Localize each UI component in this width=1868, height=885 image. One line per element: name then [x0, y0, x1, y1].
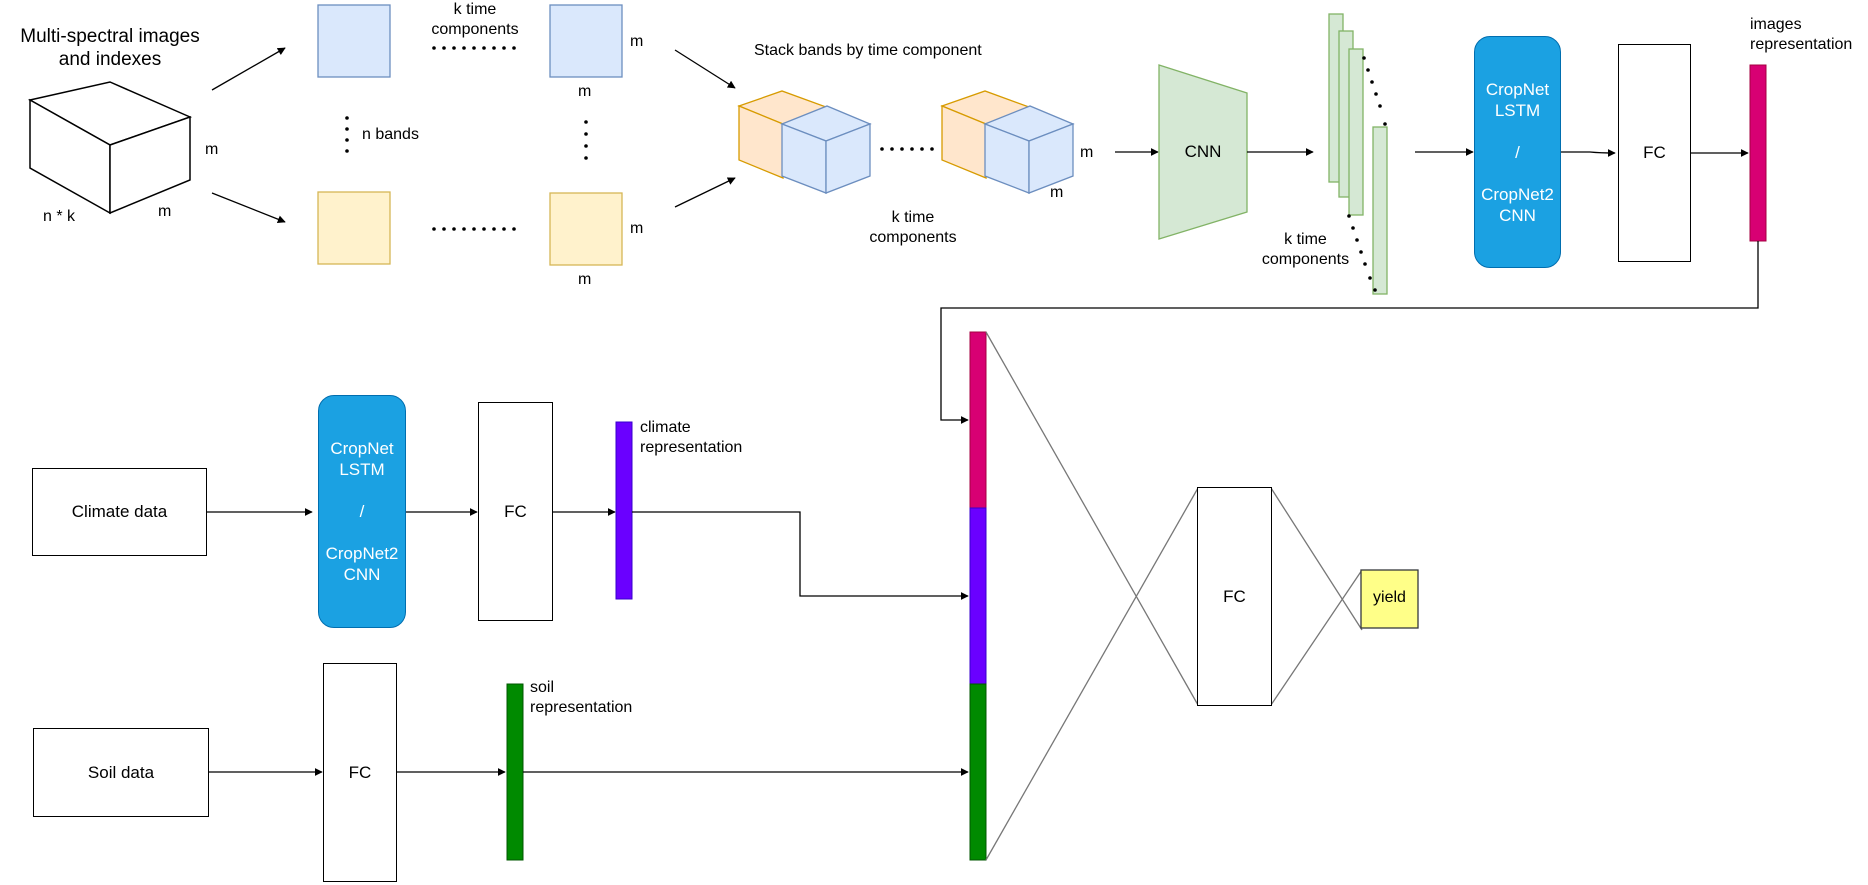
blue-band-first — [317, 4, 391, 78]
soil-repr-line1: soil — [530, 679, 555, 696]
climate-rnn-line5: CNN — [343, 565, 381, 584]
soil-representation-bar — [506, 683, 524, 861]
cube-bottom-label: n * k — [43, 208, 76, 225]
images-rnn-block: CropNet LSTM / CropNet2 CNN — [1474, 36, 1561, 268]
climate-data-box: Climate data — [32, 468, 207, 556]
n-bands-label: n bands — [362, 126, 419, 143]
arrow-rnn-to-fc-images — [1560, 148, 1616, 157]
images-representation-bar — [1749, 64, 1767, 242]
images-rnn-gap — [1475, 121, 1560, 142]
head-fc-connections — [985, 331, 1363, 861]
yellow-band-last — [549, 192, 623, 266]
soil-representation-label: soil representation — [530, 678, 632, 718]
cnn-label: CNN — [1184, 142, 1222, 161]
feature-k-time-line1: k time — [1284, 231, 1327, 248]
cnn-block — [1158, 64, 1248, 240]
band-top-side-m: m — [630, 33, 644, 50]
images-rnn-line1: CropNet — [1485, 79, 1550, 99]
stack-bottom-m: m — [1050, 184, 1064, 201]
stack-side-m: m — [1080, 144, 1094, 161]
climate-rnn-line4: CropNet2 — [325, 544, 399, 563]
concat-images-segment — [969, 331, 987, 509]
arrow-bands-to-stack-top — [674, 49, 736, 89]
climate-rnn-line1: CropNet — [330, 439, 394, 458]
band-ellipsis-dots — [345, 46, 934, 231]
stacked-cube-last — [940, 90, 1075, 194]
band-k-time-line2: components — [431, 21, 519, 38]
band-low-side-m: m — [630, 220, 644, 237]
images-rnn-line4: CropNet2 — [1481, 184, 1554, 204]
arrow-cube-to-blue-bands — [211, 47, 286, 91]
stack-k-time-line2: components — [869, 229, 957, 246]
feature-k-time-label: k time components — [1248, 230, 1363, 270]
climate-rnn-line2: LSTM — [339, 460, 385, 479]
band-k-time-line1: k time — [453, 1, 497, 18]
connector-climate-to-concat — [632, 511, 969, 600]
connector-images-to-concat — [940, 241, 1759, 424]
feature-maps — [1328, 13, 1388, 295]
climate-rnn-gap — [319, 480, 405, 501]
input-cube — [27, 81, 193, 215]
stacked-cube-first — [737, 90, 872, 194]
band-k-time-label: k time components — [410, 0, 540, 40]
images-fc-block: FC — [1618, 44, 1691, 262]
climate-representation-bar — [615, 421, 633, 600]
images-input-title: Multi-spectral images and indexes — [5, 25, 215, 71]
soil-fc-block: FC — [323, 663, 397, 882]
images-input-title-line1: Multi-spectral images — [20, 26, 200, 47]
cube-width-label: m — [158, 203, 172, 220]
arrow-cube-to-yellow-bands — [211, 192, 286, 224]
concat-climate-segment — [969, 507, 987, 685]
stack-label: Stack bands by time component — [754, 42, 982, 59]
band-top-bottom-m: m — [578, 83, 592, 100]
images-rnn-line2: LSTM — [1494, 100, 1541, 120]
images-rnn-line5: CNN — [1499, 205, 1536, 225]
yield-box-shape — [1360, 569, 1419, 629]
head-fc-block: FC — [1197, 487, 1272, 706]
climate-representation-label: climate representation — [640, 418, 742, 458]
images-rnn-line3: / — [1515, 142, 1520, 162]
climate-rnn-block: CropNet LSTM / CropNet2 CNN — [318, 395, 406, 628]
blue-band-last — [549, 4, 623, 78]
feature-ellipsis-dots — [1347, 56, 1387, 292]
concat-soil-segment — [969, 683, 987, 861]
yield-label: yield — [1373, 589, 1406, 606]
arrow-bands-to-stack-bottom — [674, 177, 736, 208]
climate-repr-line2: representation — [640, 439, 743, 456]
images-repr-line1: images — [1750, 16, 1802, 33]
cube-depth-label: m — [205, 141, 219, 158]
stack-k-time-label: k time components — [848, 208, 978, 248]
yellow-band-first — [317, 191, 391, 265]
images-repr-line2: representation — [1750, 36, 1853, 53]
climate-rnn-gap2 — [319, 522, 405, 543]
band-low-bottom-m: m — [578, 271, 592, 288]
soil-repr-line2: representation — [530, 699, 633, 716]
climate-rnn-line3: / — [359, 502, 365, 521]
images-rnn-gap2 — [1475, 163, 1560, 184]
climate-repr-line1: climate — [640, 419, 691, 436]
images-input-title-line2: and indexes — [58, 49, 162, 70]
feature-k-time-line2: components — [1261, 251, 1350, 268]
images-representation-label: images representation — [1750, 15, 1852, 55]
climate-fc-block: FC — [478, 402, 553, 621]
stack-k-time-line1: k time — [891, 209, 935, 226]
soil-data-box: Soil data — [33, 728, 209, 817]
